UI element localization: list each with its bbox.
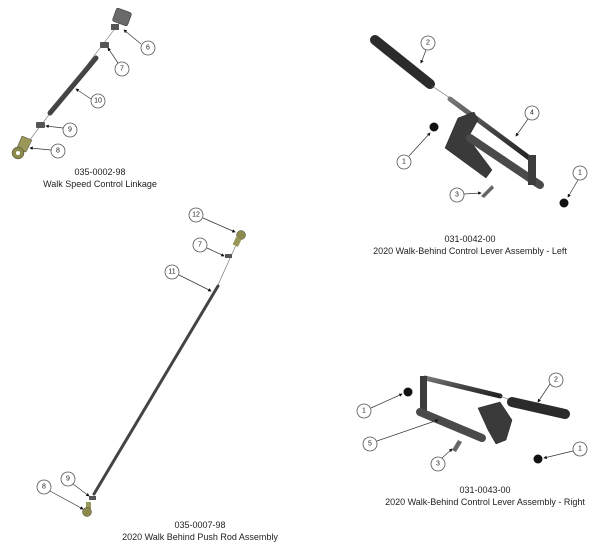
- svg-text:5: 5: [368, 441, 372, 448]
- assembly-title: 2020 Walk-Behind Control Lever Assembly …: [385, 497, 585, 507]
- callout-9: 9: [60, 471, 90, 497]
- svg-text:3: 3: [436, 461, 440, 468]
- callout-4: 4: [515, 105, 540, 137]
- svg-text:12: 12: [192, 212, 200, 219]
- threaded-rod-part: [47, 55, 99, 116]
- callout-2: 2: [537, 372, 564, 403]
- assembly-push-rod: 12 7 11 9 8 035-0007-98 2020 Walk Behind…: [36, 207, 278, 542]
- svg-text:1: 1: [578, 446, 582, 453]
- bolt-part: [481, 185, 494, 198]
- assembly-control-lever-left: 2 4 1 1 3 031-0042-00 2020 Walk-Behind C…: [370, 35, 588, 256]
- svg-text:10: 10: [94, 98, 102, 105]
- assembly-control-lever-right: 2 1 5 3 1 031-0043-00 2020 Walk-Behind C…: [356, 372, 588, 507]
- part-number: 035-0007-98: [174, 520, 225, 530]
- callout-12: 12: [188, 207, 236, 233]
- rod-end-part: [11, 135, 33, 160]
- jam-nut-part: [89, 496, 96, 500]
- jam-nut-part: [225, 254, 232, 258]
- svg-text:2: 2: [554, 377, 558, 384]
- jam-nut-part: [100, 42, 109, 48]
- svg-text:9: 9: [68, 127, 72, 134]
- hand-grip-part: [507, 397, 570, 419]
- callout-3: 3: [430, 448, 453, 472]
- part-number: 031-0042-00: [444, 234, 495, 244]
- assembly-title: 2020 Walk Behind Push Rod Assembly: [122, 532, 278, 542]
- svg-text:8: 8: [56, 148, 60, 155]
- callout-1: 1: [543, 441, 588, 460]
- callout-5: 5: [362, 419, 439, 452]
- svg-text:6: 6: [146, 45, 150, 52]
- svg-text:11: 11: [168, 269, 175, 276]
- assembly-title: Walk Speed Control Linkage: [43, 179, 157, 189]
- hand-grip-part: [370, 35, 435, 89]
- svg-text:9: 9: [66, 476, 70, 483]
- callout-1: 1: [356, 393, 403, 419]
- rod-end-part: [82, 502, 92, 517]
- svg-text:3: 3: [455, 192, 459, 199]
- callout-8: 8: [29, 143, 66, 159]
- knob-part: [559, 198, 569, 208]
- part-number: 035-0002-98: [74, 167, 125, 177]
- lever-part: [444, 96, 544, 189]
- svg-text:7: 7: [120, 66, 124, 73]
- jam-nut-part: [36, 122, 45, 128]
- part-number: 031-0043-00: [459, 485, 510, 495]
- callout-2: 2: [420, 35, 436, 64]
- callout-10: 10: [75, 88, 106, 109]
- svg-text:2: 2: [426, 40, 430, 47]
- callout-1: 1: [567, 165, 588, 198]
- lever-part: [416, 375, 513, 445]
- assembly-title: 2020 Walk-Behind Control Lever Assembly …: [373, 246, 567, 256]
- knob-part: [429, 122, 439, 132]
- callout-1: 1: [396, 132, 431, 170]
- bolt-part: [452, 440, 462, 452]
- callout-7: 7: [192, 237, 225, 257]
- svg-text:1: 1: [402, 159, 406, 166]
- assembly-walk-speed-linkage: 6 7 10 9 8 035-0002-98 Walk Speed Contro…: [11, 7, 157, 189]
- callout-3: 3: [449, 187, 482, 203]
- svg-text:7: 7: [198, 242, 202, 249]
- knob-part: [403, 387, 413, 397]
- push-rod-part: [92, 284, 220, 496]
- callout-7: 7: [107, 47, 130, 77]
- svg-text:4: 4: [530, 110, 534, 117]
- svg-text:8: 8: [42, 484, 46, 491]
- knob-part: [533, 454, 543, 464]
- callout-8: 8: [36, 479, 84, 510]
- rod-end-part: [232, 230, 246, 247]
- callout-6: 6: [123, 29, 156, 56]
- svg-text:1: 1: [578, 170, 582, 177]
- callout-9: 9: [45, 122, 78, 138]
- callout-11: 11: [164, 264, 212, 292]
- svg-text:1: 1: [362, 408, 366, 415]
- clevis-part: [111, 7, 132, 30]
